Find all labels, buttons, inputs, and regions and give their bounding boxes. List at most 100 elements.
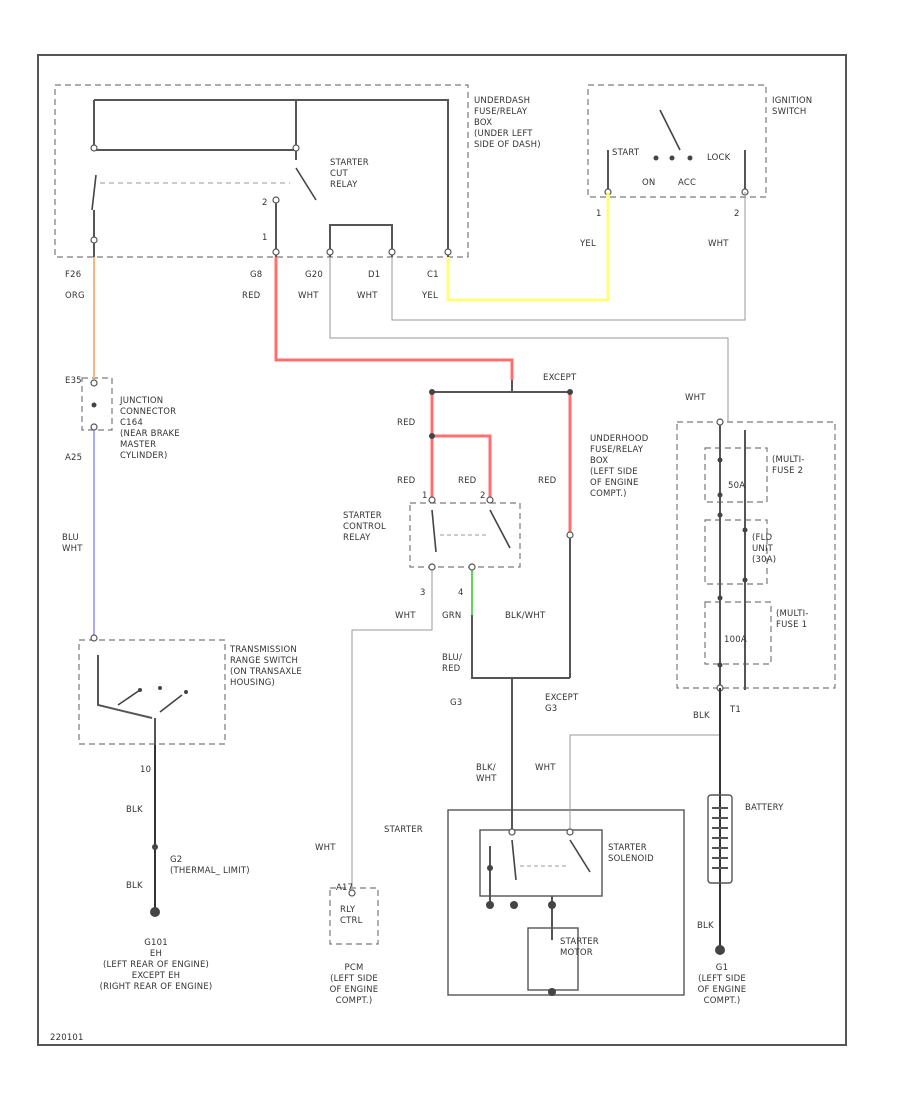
yel-wire [446,192,610,302]
terminal [90,379,98,387]
underhood-fuse-relay-box [676,421,836,689]
terminal [292,144,300,152]
wire-wht-label-4: WHT [395,611,416,621]
ign-lock-label: LOCK [707,153,731,163]
wire-blu-red-label: BLU/RED [442,653,462,674]
solenoid-contact-a [511,839,517,881]
wire-wht-label-1: WHT [298,291,319,301]
terminal [566,531,574,539]
splice-node [487,865,493,871]
pin-a25: A25 [65,453,82,463]
terminal [428,563,436,571]
starter-relay-contact-b [489,509,511,549]
wire-blk-label-2: BLK [126,805,143,815]
ignition-contact-point [669,155,675,161]
underdash-bus-wire [94,99,449,257]
diagram-frame [37,54,847,1046]
wht-wire-d1 [391,192,746,321]
pin-ign-1: 1 [596,209,602,219]
splice-node [742,527,748,533]
ign-on-label: ON [642,178,655,188]
blu-red-wire [471,615,570,679]
wire-blk-wht-label-1: BLK/WHT [505,611,546,621]
wire-wht-label-7: WHT [315,843,336,853]
trs-contact-b [159,694,183,713]
terminal [486,496,494,504]
splice-node [567,389,573,395]
pin-e35: E35 [65,376,82,386]
wht-battery-starter-wire [569,734,720,832]
terminal [90,144,98,152]
splice-node [717,512,723,518]
wire-org-label: ORG [65,291,85,301]
wire-wht-label-6: WHT [535,763,556,773]
terminal [90,634,98,642]
pin-scr-3: 3 [420,588,426,598]
trs-contact-a [117,689,141,706]
wire-blk-label-3: BLK [126,881,143,891]
except-junction-wire [432,380,570,393]
g20-d1-loop-wire [329,224,393,257]
pin-cut-1: 1 [262,233,268,243]
splice-node [717,662,723,668]
wire-blk-label-1: BLK [693,711,710,721]
terminal [388,248,396,256]
pin-scr-4: 4 [458,588,464,598]
ignition-contact-point [687,155,693,161]
motor-ground [548,988,556,996]
pin-d1: D1 [368,270,380,280]
splice-node [742,577,748,583]
pin-g8: G8 [250,270,262,280]
splice-node [91,402,97,408]
ground-g1 [715,945,725,955]
pin-c1: C1 [427,270,439,280]
wire-red-label-5: RED [538,476,557,486]
wire-blk-wht-label-2: BLK/WHT [476,763,497,784]
trs-contact-point [184,690,188,694]
battery-cells [712,807,728,869]
ignition-switch-contact [659,109,681,151]
terminal [468,563,476,571]
splice-node [429,389,435,395]
starter-control-relay-box [409,502,521,568]
wht-wire-g20 [329,257,729,422]
starter-cut-relay-contact [295,167,317,201]
trs-wire [97,655,153,719]
wire-red-label-4: RED [458,476,477,486]
solenoid-ground [486,901,494,909]
except-top-label: EXCEPT [543,373,577,383]
splice-node [429,433,435,439]
starter-solenoid-box [479,829,603,897]
wire-red-label-1: RED [242,291,261,301]
pin-g20: G20 [305,270,323,280]
pin-scr-1: 1 [422,491,428,501]
wire-grn-label: GRN [442,611,461,621]
pin-scr-2: 2 [480,491,486,501]
terminal [90,423,98,431]
wire-wht-label-3: WHT [708,239,729,249]
fuse-50a-label: 50A [728,481,745,491]
ignition-switch-box [587,84,767,198]
wire-blk-label-4: BLK [697,921,714,931]
ground-g101 [150,907,160,917]
splice-node [152,844,158,850]
ignition-contact-point [653,155,659,161]
terminal [566,828,574,836]
terminal [508,828,516,836]
junction-connector-box [81,377,113,431]
multi-fuse-2-box [704,447,768,503]
wire-yel-label-2: YEL [579,239,596,249]
battery-label: BATTERY [745,803,784,813]
starter-assembly-box [447,809,685,996]
